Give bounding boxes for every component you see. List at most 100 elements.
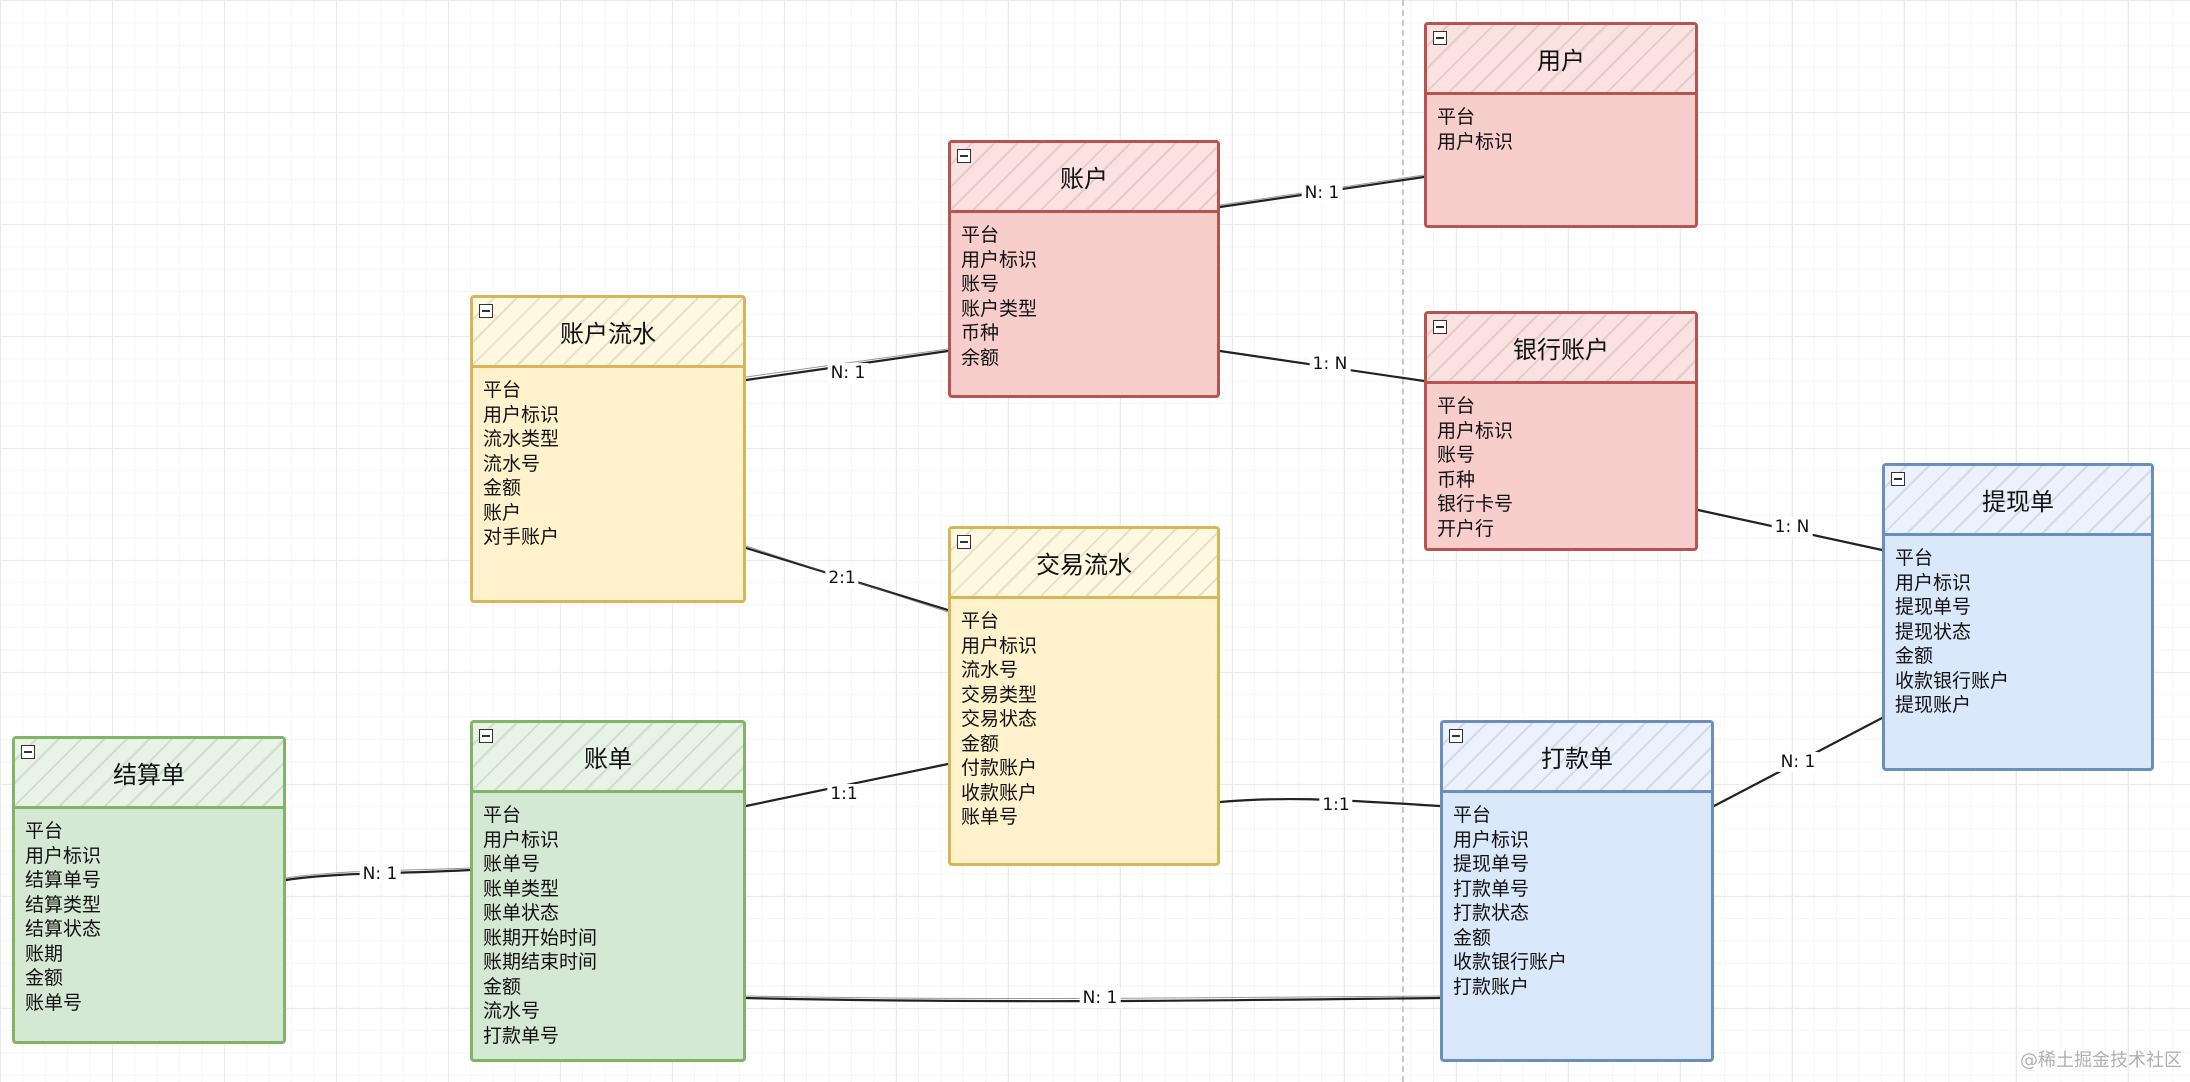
entity-user[interactable]: 用户 平台 用户标识 [1424,22,1698,228]
entity-account-header[interactable]: 账户 [951,143,1217,213]
field-item: 账单号 [25,991,83,1014]
field-item: 账户类型 [961,297,1038,320]
collapse-icon[interactable] [21,745,35,759]
collapse-icon[interactable] [957,535,971,549]
entity-account-flow-header[interactable]: 账户流水 [473,298,743,368]
field-item: 提现账户 [1895,694,1972,716]
field-item: 流水号 [961,659,1019,681]
field-item: 平台 [483,804,522,826]
field-item: 交易类型 [961,683,1038,706]
entity-user-title: 用户 [1537,47,1585,75]
field-item: 平台 [1895,547,1934,569]
entity-withdraw[interactable]: 提现单 平台 用户标识 提现单号 提现状态 金额 收款银行账户 提现账户 [1882,463,2154,771]
field-item: 打款账户 [1453,975,1530,998]
field-item: 用户标识 [1895,571,1972,594]
collapse-icon[interactable] [1449,729,1463,743]
collapse-icon[interactable] [479,729,493,743]
field-item: 金额 [1895,645,1934,667]
entity-bank-account[interactable]: 银行账户 平台 用户标识 账号 币种 银行卡号 开户行 [1424,311,1698,551]
field-item: 交易状态 [961,708,1038,730]
relation-label-bill-trade: 1:1 [827,784,861,804]
collapse-icon[interactable] [1891,472,1905,486]
field-item: 用户标识 [25,844,102,867]
entity-trade-flow-title: 交易流水 [1036,551,1132,579]
collapse-icon[interactable] [1433,31,1447,45]
field-item: 收款银行账户 [1453,951,1568,973]
field-item: 用户标识 [483,828,560,851]
entity-user-fields: 平台 用户标识 [1427,95,1695,164]
page-separator [1402,0,1404,1082]
entity-bank-account-title: 银行账户 [1513,336,1609,364]
field-item: 账期开始时间 [483,926,598,949]
field-item: 流水类型 [483,428,560,450]
field-item: 开户行 [1437,517,1495,540]
field-item: 平台 [961,224,1000,246]
field-item: 提现单号 [1453,853,1530,875]
entity-payment[interactable]: 打款单 平台 用户标识 提现单号 打款单号 打款状态 金额 收款银行账户 打款账… [1440,720,1714,1062]
field-item: 平台 [1437,106,1476,128]
field-item: 账期结束时间 [483,951,598,973]
entity-account[interactable]: 账户 平台 用户标识 账号 账户类型 币种 余额 [948,140,1220,398]
field-item: 金额 [483,975,522,998]
field-item: 账户 [483,501,522,524]
field-item: 用户标识 [961,248,1038,271]
entity-bill[interactable]: 账单 平台 用户标识 账单号 账单类型 账单状态 账期开始时间 账期结束时间 金… [470,720,746,1062]
entity-payment-header[interactable]: 打款单 [1443,723,1711,793]
relation-label-bank-withdraw: 1: N [1771,517,1813,537]
field-item: 流水号 [483,1000,541,1022]
relation-label-account-bank: 1: N [1309,354,1351,374]
watermark: @稀土掘金技术社区 [2020,1050,2182,1071]
field-item: 用户标识 [1437,419,1514,442]
relation-label-trade-payment: 1:1 [1319,795,1353,815]
entity-user-header[interactable]: 用户 [1427,25,1695,95]
field-item: 流水号 [483,452,541,475]
relation-label-flow-account: N: 1 [827,363,869,383]
field-item: 平台 [1437,395,1476,417]
entity-settlement-title: 结算单 [113,761,185,789]
field-item: 收款账户 [961,781,1038,804]
field-item: 结算单号 [25,869,102,891]
entity-settlement-header[interactable]: 结算单 [15,739,283,809]
entity-payment-title: 打款单 [1541,745,1613,773]
entity-account-flow[interactable]: 账户流水 平台 用户标识 流水类型 流水号 金额 账户 对手账户 [470,295,746,603]
field-item: 用户标识 [1437,130,1514,153]
collapse-icon[interactable] [479,304,493,318]
field-item: 账号 [1437,444,1476,466]
entity-bill-title: 账单 [584,745,632,773]
field-item: 用户标识 [1453,828,1530,851]
field-item: 平台 [25,820,64,842]
entity-bank-account-header[interactable]: 银行账户 [1427,314,1695,384]
field-item: 对手账户 [483,526,560,548]
entity-trade-flow[interactable]: 交易流水 平台 用户标识 流水号 交易类型 交易状态 金额 付款账户 收款账户 … [948,526,1220,866]
entity-settlement[interactable]: 结算单 平台 用户标识 结算单号 结算类型 结算状态 账期 金额 账单号 [12,736,286,1044]
collapse-icon[interactable] [1433,320,1447,334]
field-item: 用户标识 [961,634,1038,657]
field-item: 平台 [1453,804,1492,826]
field-item: 平台 [961,610,1000,632]
entity-account-fields: 平台 用户标识 账号 账户类型 币种 余额 [951,213,1217,380]
field-item: 账期 [25,942,64,965]
entity-trade-flow-header[interactable]: 交易流水 [951,529,1217,599]
field-item: 结算状态 [25,918,102,940]
field-item: 银行卡号 [1437,493,1514,515]
relation-label-settlement-bill: N: 1 [359,864,401,884]
relation-label-bill-payment: N: 1 [1079,988,1121,1008]
field-item: 金额 [1453,926,1492,949]
field-item: 用户标识 [483,403,560,426]
entity-withdraw-title: 提现单 [1982,488,2054,516]
collapse-icon[interactable] [957,149,971,163]
field-item: 付款账户 [961,757,1038,779]
entity-bill-header[interactable]: 账单 [473,723,743,793]
entity-settlement-fields: 平台 用户标识 结算单号 结算类型 结算状态 账期 金额 账单号 [15,809,283,1025]
entity-account-flow-title: 账户流水 [560,320,656,348]
entity-withdraw-header[interactable]: 提现单 [1885,466,2151,536]
field-item: 账单类型 [483,877,560,900]
field-item: 金额 [961,732,1000,755]
field-item: 余额 [961,346,1000,369]
field-item: 账单号 [961,806,1019,828]
field-item: 金额 [25,967,64,989]
field-item: 金额 [483,477,522,499]
entity-bill-fields: 平台 用户标识 账单号 账单类型 账单状态 账期开始时间 账期结束时间 金额 流… [473,793,743,1058]
field-item: 收款银行账户 [1895,669,2010,692]
entity-account-flow-fields: 平台 用户标识 流水类型 流水号 金额 账户 对手账户 [473,368,743,560]
